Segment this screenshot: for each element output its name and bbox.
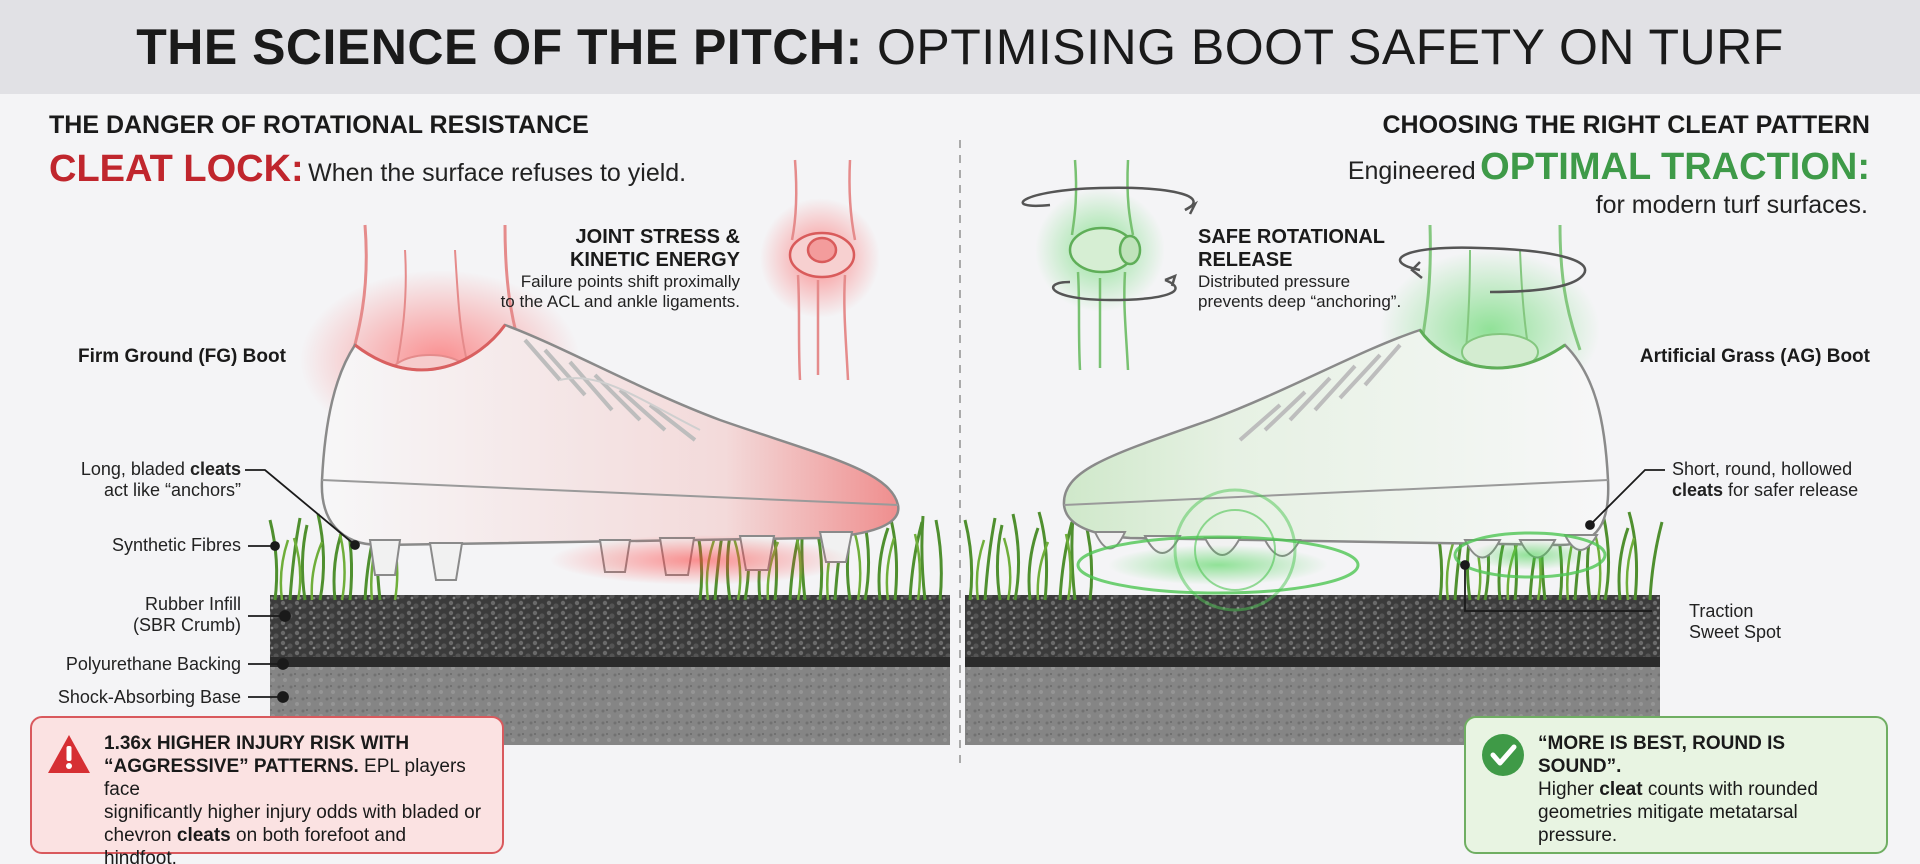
left-subheading: CLEAT LOCK: When the surface refuses to …	[49, 148, 686, 191]
knee-rotation-arrows	[1021, 186, 1199, 302]
joint-stress-callout: JOINT STRESS & KINETIC ENERGY Failure po…	[490, 226, 740, 312]
boot-comparison-illustration	[245, 140, 1665, 770]
right-prefix: Engineered	[1347, 157, 1476, 185]
release-text-2: prevents deep “anchoring”.	[1198, 292, 1402, 311]
right-heading: CHOOSING THE RIGHT CLEAT PATTERN	[1382, 111, 1871, 139]
title-bar: THE SCIENCE OF THE PITCH: OPTIMISING BOO…	[0, 0, 1920, 94]
warning-icon	[48, 735, 90, 773]
cleat-lock-highlight: CLEAT LOCK:	[49, 148, 304, 190]
rotational-release-callout: SAFE ROTATIONAL RELEASE Distributed pres…	[1198, 226, 1448, 312]
joint-stress-title-2: KINETIC ENERGY	[569, 249, 740, 271]
rubber-infill	[270, 595, 950, 657]
left-heading: THE DANGER OF ROTATIONAL RESISTANCE	[49, 111, 589, 139]
round-is-sound-box: “MORE IS BEST, ROUND IS SOUND”. Higher c…	[1464, 716, 1888, 854]
bladed-cleats-label: Long, bladed cleats act like “anchors”	[80, 459, 241, 500]
injury-risk-box: 1.36x HIGHER INJURY RISK WITH “AGGRESSIV…	[30, 716, 504, 864]
right-subtitle: for modern turf surfaces.	[1595, 191, 1868, 219]
shock-base-label: Shock-Absorbing Base	[57, 687, 241, 707]
release-title-2: RELEASE	[1198, 249, 1293, 271]
left-leader-lines	[245, 469, 360, 703]
fg-boot-label: Firm Ground (FG) Boot	[78, 346, 286, 367]
left-fg-boot	[320, 323, 900, 585]
right-backing	[965, 655, 1660, 667]
page-title: THE SCIENCE OF THE PITCH: OPTIMISING BOO…	[136, 19, 1784, 75]
ag-boot-label: Artificial Grass (AG) Boot	[1639, 346, 1870, 367]
joint-stress-text-2: to the ACL and ankle ligaments.	[500, 292, 740, 311]
release-text-1: Distributed pressure	[1198, 272, 1351, 291]
rotation-arrow-icon	[1398, 246, 1587, 294]
joint-stress-text-1: Failure points shift proximally	[520, 272, 740, 291]
sweet-spot-label: Traction Sweet Spot	[1689, 601, 1782, 642]
optimal-traction-highlight: OPTIMAL TRACTION:	[1480, 146, 1870, 188]
left-knee-joint	[760, 159, 880, 381]
polyurethane-backing-label: Polyurethane Backing	[65, 654, 241, 674]
left-turf-section	[268, 511, 950, 745]
right-ag-boot	[1062, 328, 1610, 612]
right-leader-lines	[1460, 469, 1665, 612]
release-title-1: SAFE ROTATIONAL	[1198, 226, 1386, 248]
right-infill	[965, 595, 1660, 657]
joint-stress-title-1: JOINT STRESS &	[575, 226, 740, 248]
synthetic-fibres-label: Synthetic Fibres	[111, 535, 241, 555]
check-icon	[1482, 734, 1524, 776]
right-subheading: Engineered OPTIMAL TRACTION:	[1348, 146, 1870, 189]
right-turf-section	[963, 511, 1664, 745]
left-subtitle: When the surface refuses to yield.	[308, 159, 687, 187]
round-cleats-label: Short, round, hollowed cleats for safer …	[1672, 459, 1859, 500]
rubber-infill-label: Rubber Infill (SBR Crumb)	[132, 594, 241, 635]
polyurethane-backing	[270, 655, 950, 667]
